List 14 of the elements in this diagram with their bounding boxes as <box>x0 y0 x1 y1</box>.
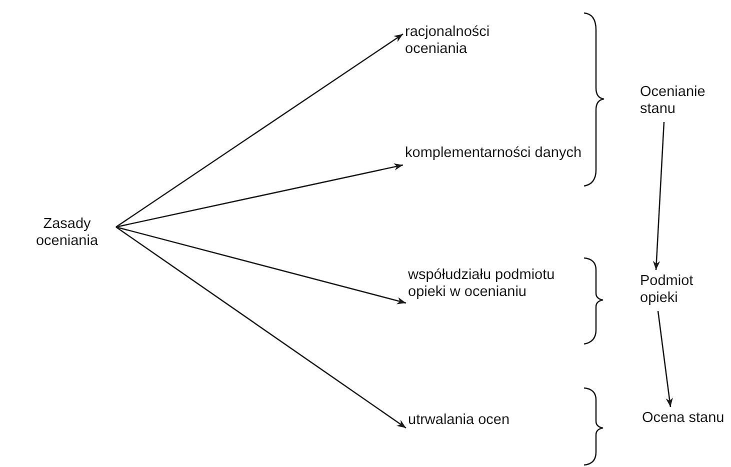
arrow <box>116 163 404 228</box>
node-label: Ocenianie stanu <box>640 84 706 118</box>
node-label: współudziału podmiotu opieki w ocenianiu <box>408 267 556 301</box>
arrow <box>652 122 665 270</box>
node-label: utrwalania ocen <box>408 412 511 429</box>
node-label: Ocena stanu <box>642 410 726 427</box>
node-label: Zasady oceniania <box>34 216 100 250</box>
arrow <box>116 33 404 228</box>
arrow <box>116 226 406 429</box>
node-label: racjonalności oceniania <box>405 24 491 58</box>
node-label: Podmiot opieki <box>640 273 694 307</box>
node-label: komplementarności danych <box>405 145 583 162</box>
arrow <box>657 310 673 408</box>
arrow <box>116 226 406 304</box>
